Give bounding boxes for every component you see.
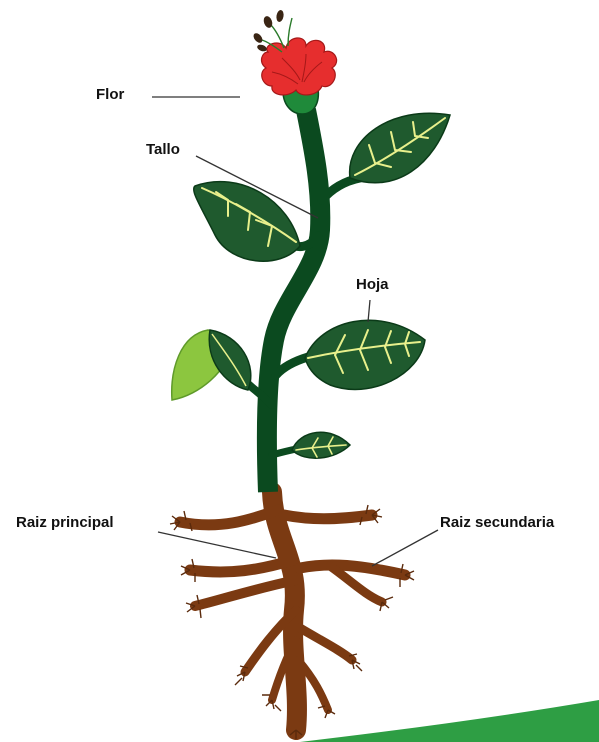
secondary-root (284, 515, 372, 519)
main-root-leader-line (158, 532, 276, 558)
root-system (180, 492, 405, 730)
secondary-root-leader-line (372, 530, 438, 566)
leaf-leader-line (368, 300, 370, 322)
secondary-root (195, 580, 296, 606)
label-leaf: Hoja (356, 276, 389, 294)
secondary-root (190, 560, 293, 572)
label-flower: Flor (96, 86, 124, 104)
label-secondary-root: Raiz secundaria (440, 514, 554, 532)
secondary-root (180, 510, 278, 525)
secondary-root (300, 628, 352, 660)
secondary-root (300, 565, 405, 575)
leaf (194, 182, 300, 262)
label-stem: Tallo (146, 141, 180, 159)
corner-accent (300, 700, 599, 742)
label-main-root: Raiz principal (16, 514, 114, 532)
flower (252, 9, 337, 114)
flower-petals (262, 38, 337, 95)
